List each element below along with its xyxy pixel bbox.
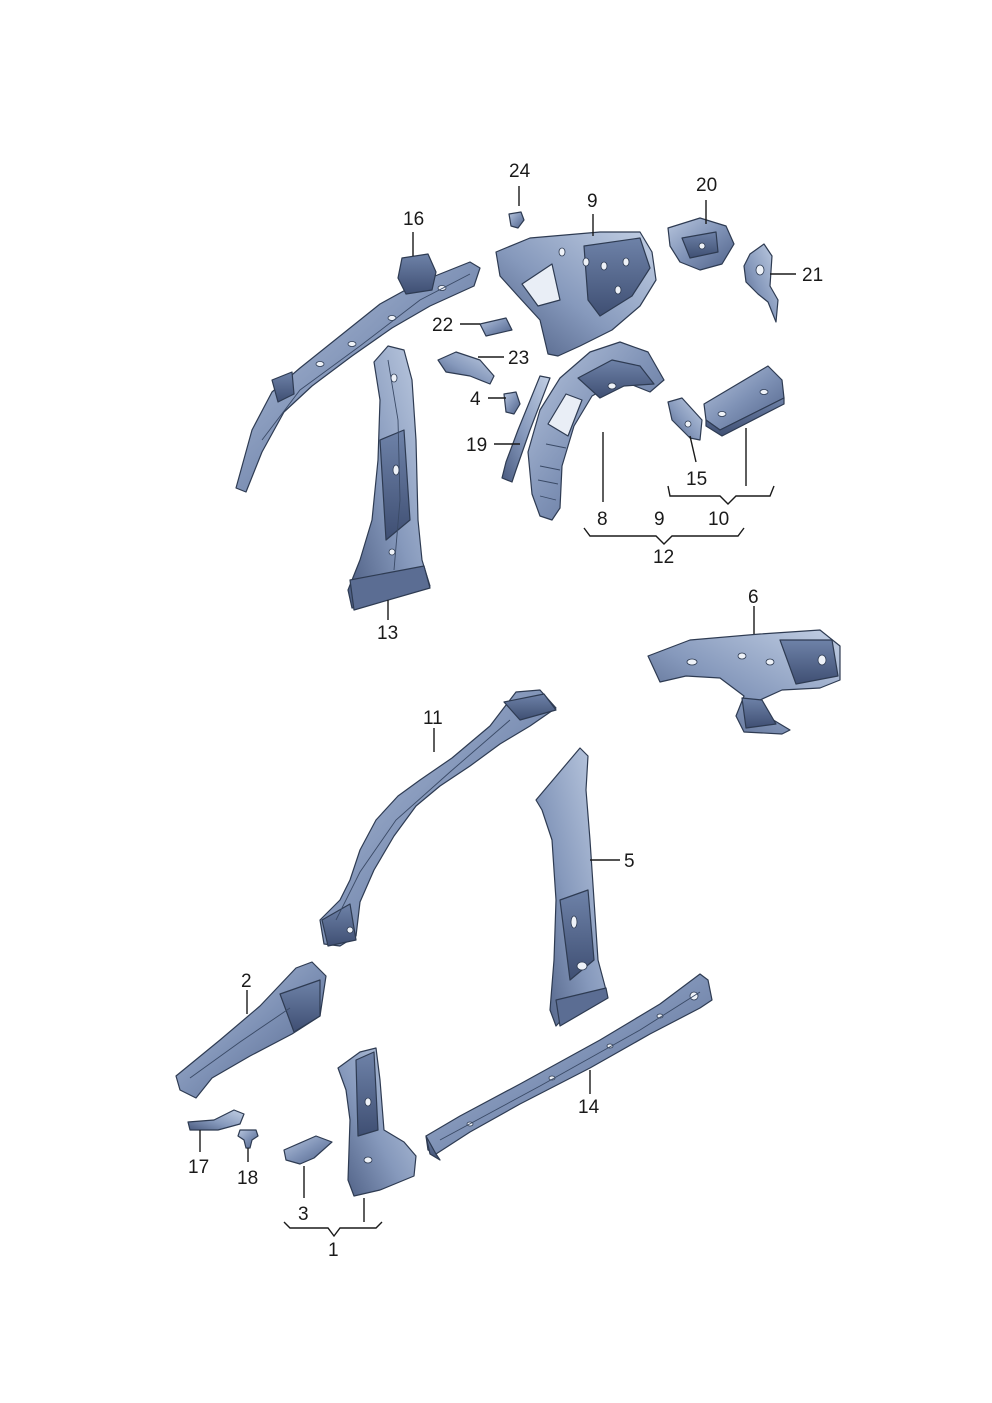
- label-22: 22: [432, 315, 453, 336]
- label-13: 13: [377, 623, 398, 644]
- part-22-plate: [479, 317, 513, 337]
- label-9-lower: 9: [654, 509, 665, 530]
- part-23-bracket: [437, 351, 495, 385]
- label-10: 10: [708, 509, 729, 530]
- part-16-roof-rail: [235, 253, 481, 493]
- label-1: 1: [328, 1240, 339, 1261]
- label-18: 18: [237, 1168, 258, 1189]
- part-18-bolt: [237, 1129, 259, 1149]
- part-13-pillar: [347, 345, 431, 611]
- part-15-bracket: [667, 397, 703, 441]
- label-24: 24: [509, 161, 531, 182]
- label-3: 3: [298, 1204, 309, 1225]
- label-23: 23: [508, 348, 529, 369]
- part-20-bracket: [667, 217, 735, 271]
- label-5: 5: [624, 851, 635, 872]
- label-21: 21: [802, 265, 823, 286]
- label-15: 15: [686, 469, 707, 490]
- part-6-side-member: [647, 629, 841, 735]
- label-12: 12: [653, 547, 674, 568]
- part-14-sill: [425, 973, 713, 1161]
- part-1-lower-pillar: [337, 1047, 417, 1197]
- label-17: 17: [188, 1157, 209, 1178]
- leader-lines: [199, 186, 796, 1238]
- part-2-front-member: [175, 961, 327, 1099]
- label-2: 2: [241, 971, 252, 992]
- label-19: 19: [466, 435, 487, 456]
- label-6: 6: [748, 587, 759, 608]
- part-21-bracket: [743, 243, 779, 323]
- part-5-b-pillar: [535, 747, 609, 1027]
- label-11: 11: [423, 708, 443, 729]
- label-8: 8: [597, 509, 608, 530]
- part-19-strip: [501, 375, 551, 483]
- part-11-a-pillar: [319, 689, 557, 947]
- part-9-quarter-panel: [495, 231, 657, 357]
- part-3-plate: [283, 1135, 333, 1165]
- callout-labels: 24 9 20 16 21 22 23 4 19 15 8 9 10 12 13…: [188, 161, 823, 1261]
- part-17-bracket: [187, 1109, 245, 1131]
- part-24-clip: [508, 211, 525, 229]
- part-8-wheel-arch: [527, 341, 665, 521]
- label-4: 4: [470, 389, 481, 410]
- label-20: 20: [696, 175, 717, 196]
- label-9-upper: 9: [587, 191, 598, 212]
- label-14: 14: [578, 1097, 600, 1118]
- part-10-plate: [703, 365, 785, 437]
- label-16: 16: [403, 209, 424, 230]
- part-4-clip: [503, 391, 521, 415]
